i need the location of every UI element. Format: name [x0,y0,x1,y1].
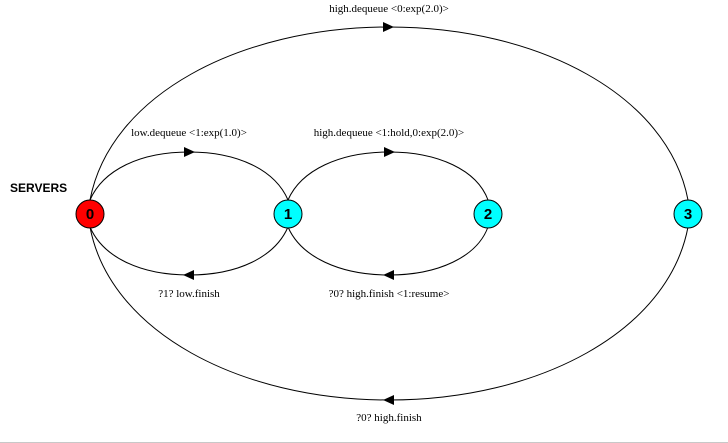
edge-1-to-2[interactable] [287,147,489,201]
edge-label-2-to-1: ?0? high.finish <1:resume> [329,288,450,300]
edge-label-0-to-3: high.dequeue <0:exp(2.0)> [329,3,449,15]
edge-1-to-0[interactable] [89,226,289,280]
edge-0-to-1[interactable] [89,147,289,201]
edge-3-to-0[interactable] [89,226,689,405]
node-0-label: 0 [86,206,94,223]
arrow-head-icon [183,270,194,280]
node-3-circle [673,199,703,229]
node-0[interactable]: 0 [75,199,105,229]
edge-label-0-to-1: low.dequeue <1:exp(1.0)> [131,127,247,139]
node-1-circle [273,199,303,229]
arrow-head-icon [383,270,394,280]
edge-0-to-3[interactable] [89,22,689,201]
arrow-head-icon [384,147,395,157]
node-0-circle [75,199,105,229]
node-3-label: 3 [684,206,692,223]
edge-2-to-1[interactable] [287,226,489,280]
arrow-head-icon [383,395,394,405]
node-1-label: 1 [284,206,292,223]
diagram-title: SERVERS [10,181,67,195]
node-2-circle [473,199,503,229]
node-2[interactable]: 2 [473,199,503,229]
edge-label-1-to-0: ?1? low.finish [158,288,220,300]
edge-label-3-to-0: ?0? high.finish [356,412,422,424]
node-1[interactable]: 1 [273,199,303,229]
arrow-head-icon [383,22,394,32]
node-2-label: 2 [484,206,492,223]
node-3[interactable]: 3 [673,199,703,229]
arrow-head-icon [184,147,195,157]
edge-label-1-to-2: high.dequeue <1:hold,0:exp(2.0)> [314,127,465,139]
